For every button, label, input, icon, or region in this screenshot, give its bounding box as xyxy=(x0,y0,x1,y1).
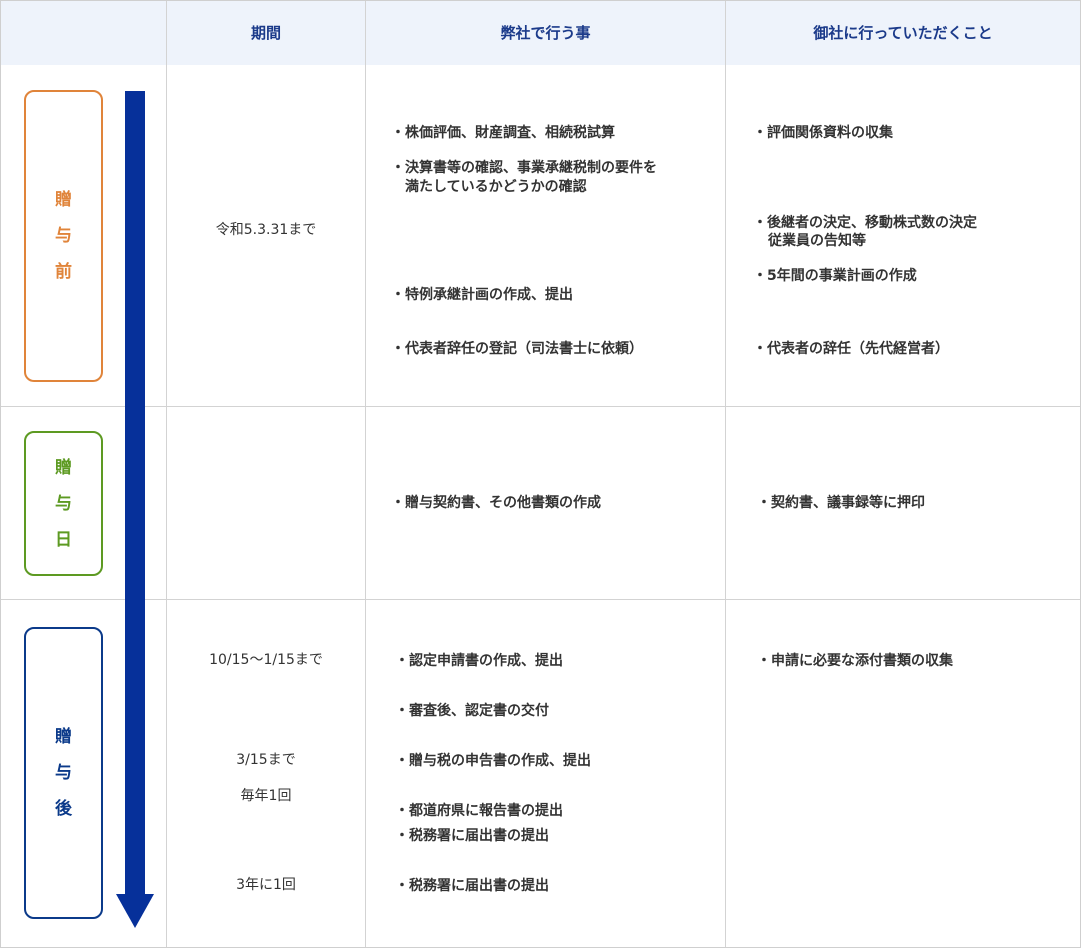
row-divider xyxy=(1,406,1080,407)
phase-after-label: 贈 与 後 xyxy=(24,627,103,919)
before-ours-item: ・決算書等の確認、事業承継税制の要件を xyxy=(391,160,657,176)
phase-day-label: 贈 与 日 xyxy=(24,431,103,576)
before-yours-item: ・後継者の決定、移動株式数の決定 xyxy=(753,215,977,231)
after-period: 10/15～1/15まで xyxy=(209,652,323,668)
header-ours: 弊社で行う事 xyxy=(500,24,591,42)
timeline-arrow-shaft xyxy=(125,91,145,897)
after-ours-item: ・税務署に届出書の提出 xyxy=(395,828,549,844)
after-ours-item: ・認定申請書の作成、提出 xyxy=(395,653,563,669)
after-ours-item: ・税務署に届出書の提出 xyxy=(395,878,549,894)
after-period: 毎年1回 xyxy=(240,788,292,804)
before-yours-item: ・5年間の事業計画の作成 xyxy=(753,268,917,284)
before-yours-item: ・代表者の辞任（先代経営者） xyxy=(753,341,949,357)
header-period: 期間 xyxy=(250,24,281,42)
after-period: 3/15まで xyxy=(236,752,296,768)
before-ours-item: ・特例承継計画の作成、提出 xyxy=(391,287,573,303)
after-period: 3年に1回 xyxy=(236,877,296,893)
before-period: 令和5.3.31まで xyxy=(215,222,317,238)
after-ours-item: ・贈与税の申告書の作成、提出 xyxy=(395,753,591,769)
column-divider xyxy=(166,1,167,947)
phase-before-label: 贈 与 前 xyxy=(24,90,103,382)
timeline-arrow-head xyxy=(116,894,154,928)
before-yours-item: 従業員の告知等 xyxy=(768,233,866,249)
column-divider xyxy=(365,1,366,947)
header-yours: 御社に行っていただくこと xyxy=(813,24,993,42)
day-yours-item: ・契約書、議事録等に押印 xyxy=(757,495,925,511)
after-yours-item: ・申請に必要な添付書類の収集 xyxy=(757,653,953,669)
day-ours-item: ・贈与契約書、その他書類の作成 xyxy=(391,495,601,511)
before-ours-item: ・株価評価、財産調査、相続税試算 xyxy=(391,125,615,141)
before-ours-item: ・代表者辞任の登記（司法書士に依頼） xyxy=(391,341,643,357)
after-ours-item: ・都道府県に報告書の提出 xyxy=(395,803,563,819)
column-divider xyxy=(725,1,726,947)
row-divider xyxy=(1,599,1080,600)
before-ours-item: 満たしているかどうかの確認 xyxy=(405,179,587,195)
header-row xyxy=(1,1,1080,65)
after-ours-item: ・審査後、認定書の交付 xyxy=(395,703,549,719)
before-yours-item: ・評価関係資料の収集 xyxy=(753,125,893,141)
